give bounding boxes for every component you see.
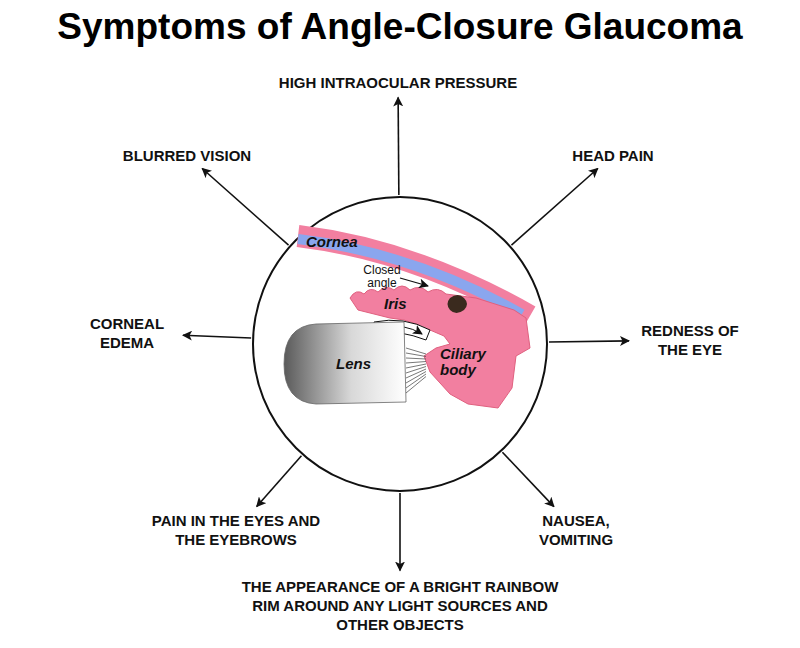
symptom-arrow [183, 335, 251, 338]
part-label: Closed angle [358, 264, 406, 290]
symptom-label: HEAD PAIN [553, 146, 673, 165]
symptom-text: NAUSEA, VOMITING [526, 511, 626, 549]
zonule-fibres [406, 348, 426, 393]
symptom-text: HEAD PAIN [553, 146, 673, 165]
symptom-text: THE APPEARANCE OF A BRIGHT RAINBOW RIM A… [235, 577, 565, 634]
symptom-label: NAUSEA, VOMITING [526, 511, 626, 549]
part-label: Ciliary body [440, 346, 496, 378]
symptom-text: BLURRED VISION [107, 146, 267, 165]
symptom-text: HIGH INTRAOCULAR PRESSURE [248, 73, 548, 92]
symptom-arrow [549, 341, 629, 342]
symptom-text: CORNEAL EDEMA [77, 314, 177, 352]
part-label: Lens [336, 356, 371, 372]
blockage [448, 295, 468, 313]
symptom-arrow [397, 97, 399, 195]
diagram-title: Symptoms of Angle-Closure Glaucoma [0, 6, 800, 48]
symptom-label: CORNEAL EDEMA [77, 314, 177, 352]
eye-circle: CorneaClosed angleIrisLens Ciliary body [252, 196, 548, 492]
eye-illustration [254, 198, 550, 494]
symptom-arrow [399, 493, 401, 571]
symptom-arrow [502, 452, 553, 506]
symptom-label: PAIN IN THE EYES AND THE EYEBROWS [136, 511, 336, 549]
part-label: Iris [384, 296, 407, 312]
leader-arrow [400, 278, 428, 286]
symptom-label: BLURRED VISION [107, 146, 267, 165]
symptom-arrow [257, 456, 302, 507]
symptom-arrow [202, 168, 288, 245]
symptom-text: PAIN IN THE EYES AND THE EYEBROWS [136, 511, 336, 549]
lens-shape [284, 322, 406, 404]
symptom-text: REDNESS OF THE EYE [635, 321, 745, 359]
symptom-label: HIGH INTRAOCULAR PRESSURE [248, 73, 548, 92]
symptom-label: REDNESS OF THE EYE [635, 321, 745, 359]
symptom-label: THE APPEARANCE OF A BRIGHT RAINBOW RIM A… [235, 577, 565, 634]
symptom-arrow [511, 168, 597, 245]
part-label: Cornea [306, 234, 358, 250]
